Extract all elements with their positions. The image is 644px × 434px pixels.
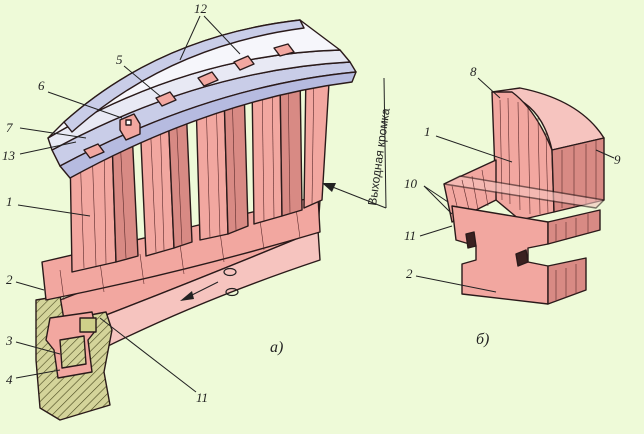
figure-a-blade-row: Выходная кромка 12 5 6 7 13 1 2 xyxy=(2,1,393,421)
callout-a-1: 1 xyxy=(6,194,13,209)
blade-t-root xyxy=(451,205,549,305)
figure-b-callouts: 8 1 9 10 11 2 xyxy=(404,64,621,281)
callout-a-5: 5 xyxy=(116,52,123,67)
shroud-lock-block xyxy=(119,113,141,141)
blade-airfoils xyxy=(69,65,331,273)
shroud-lugs xyxy=(83,43,295,159)
callout-a-2: 2 xyxy=(6,272,13,287)
figure-a-callouts: 12 5 6 7 13 1 2 3 4 11 xyxy=(2,1,208,405)
callout-b-10: 10 xyxy=(404,176,418,191)
blade-shroud xyxy=(47,19,357,179)
exit-edge-annotation: Выходная кромка xyxy=(322,77,393,209)
callout-a-3: 3 xyxy=(5,333,13,348)
callout-b-9: 9 xyxy=(614,152,621,167)
figure-a-caption: а) xyxy=(270,339,283,356)
callout-b-8: 8 xyxy=(470,64,477,79)
figure-b-leaders xyxy=(415,77,615,293)
callout-b-11: 11 xyxy=(404,228,416,243)
callout-a-11: 11 xyxy=(196,390,208,405)
figure-a-leaders xyxy=(15,15,241,393)
figure-b-single-blade: 8 1 9 10 11 2 б) xyxy=(404,64,621,348)
callout-a-12: 12 xyxy=(194,1,208,16)
callout-a-7: 7 xyxy=(6,120,13,135)
callout-b-1: 1 xyxy=(424,124,431,139)
exit-edge-label: Выходная кромка xyxy=(365,107,393,206)
callout-b-2: 2 xyxy=(406,266,413,281)
callout-a-6: 6 xyxy=(38,78,45,93)
callout-a-13: 13 xyxy=(2,148,16,163)
callout-a-4: 4 xyxy=(6,372,13,387)
flow-arrow xyxy=(180,267,239,301)
figure-b-caption: б) xyxy=(476,331,489,348)
